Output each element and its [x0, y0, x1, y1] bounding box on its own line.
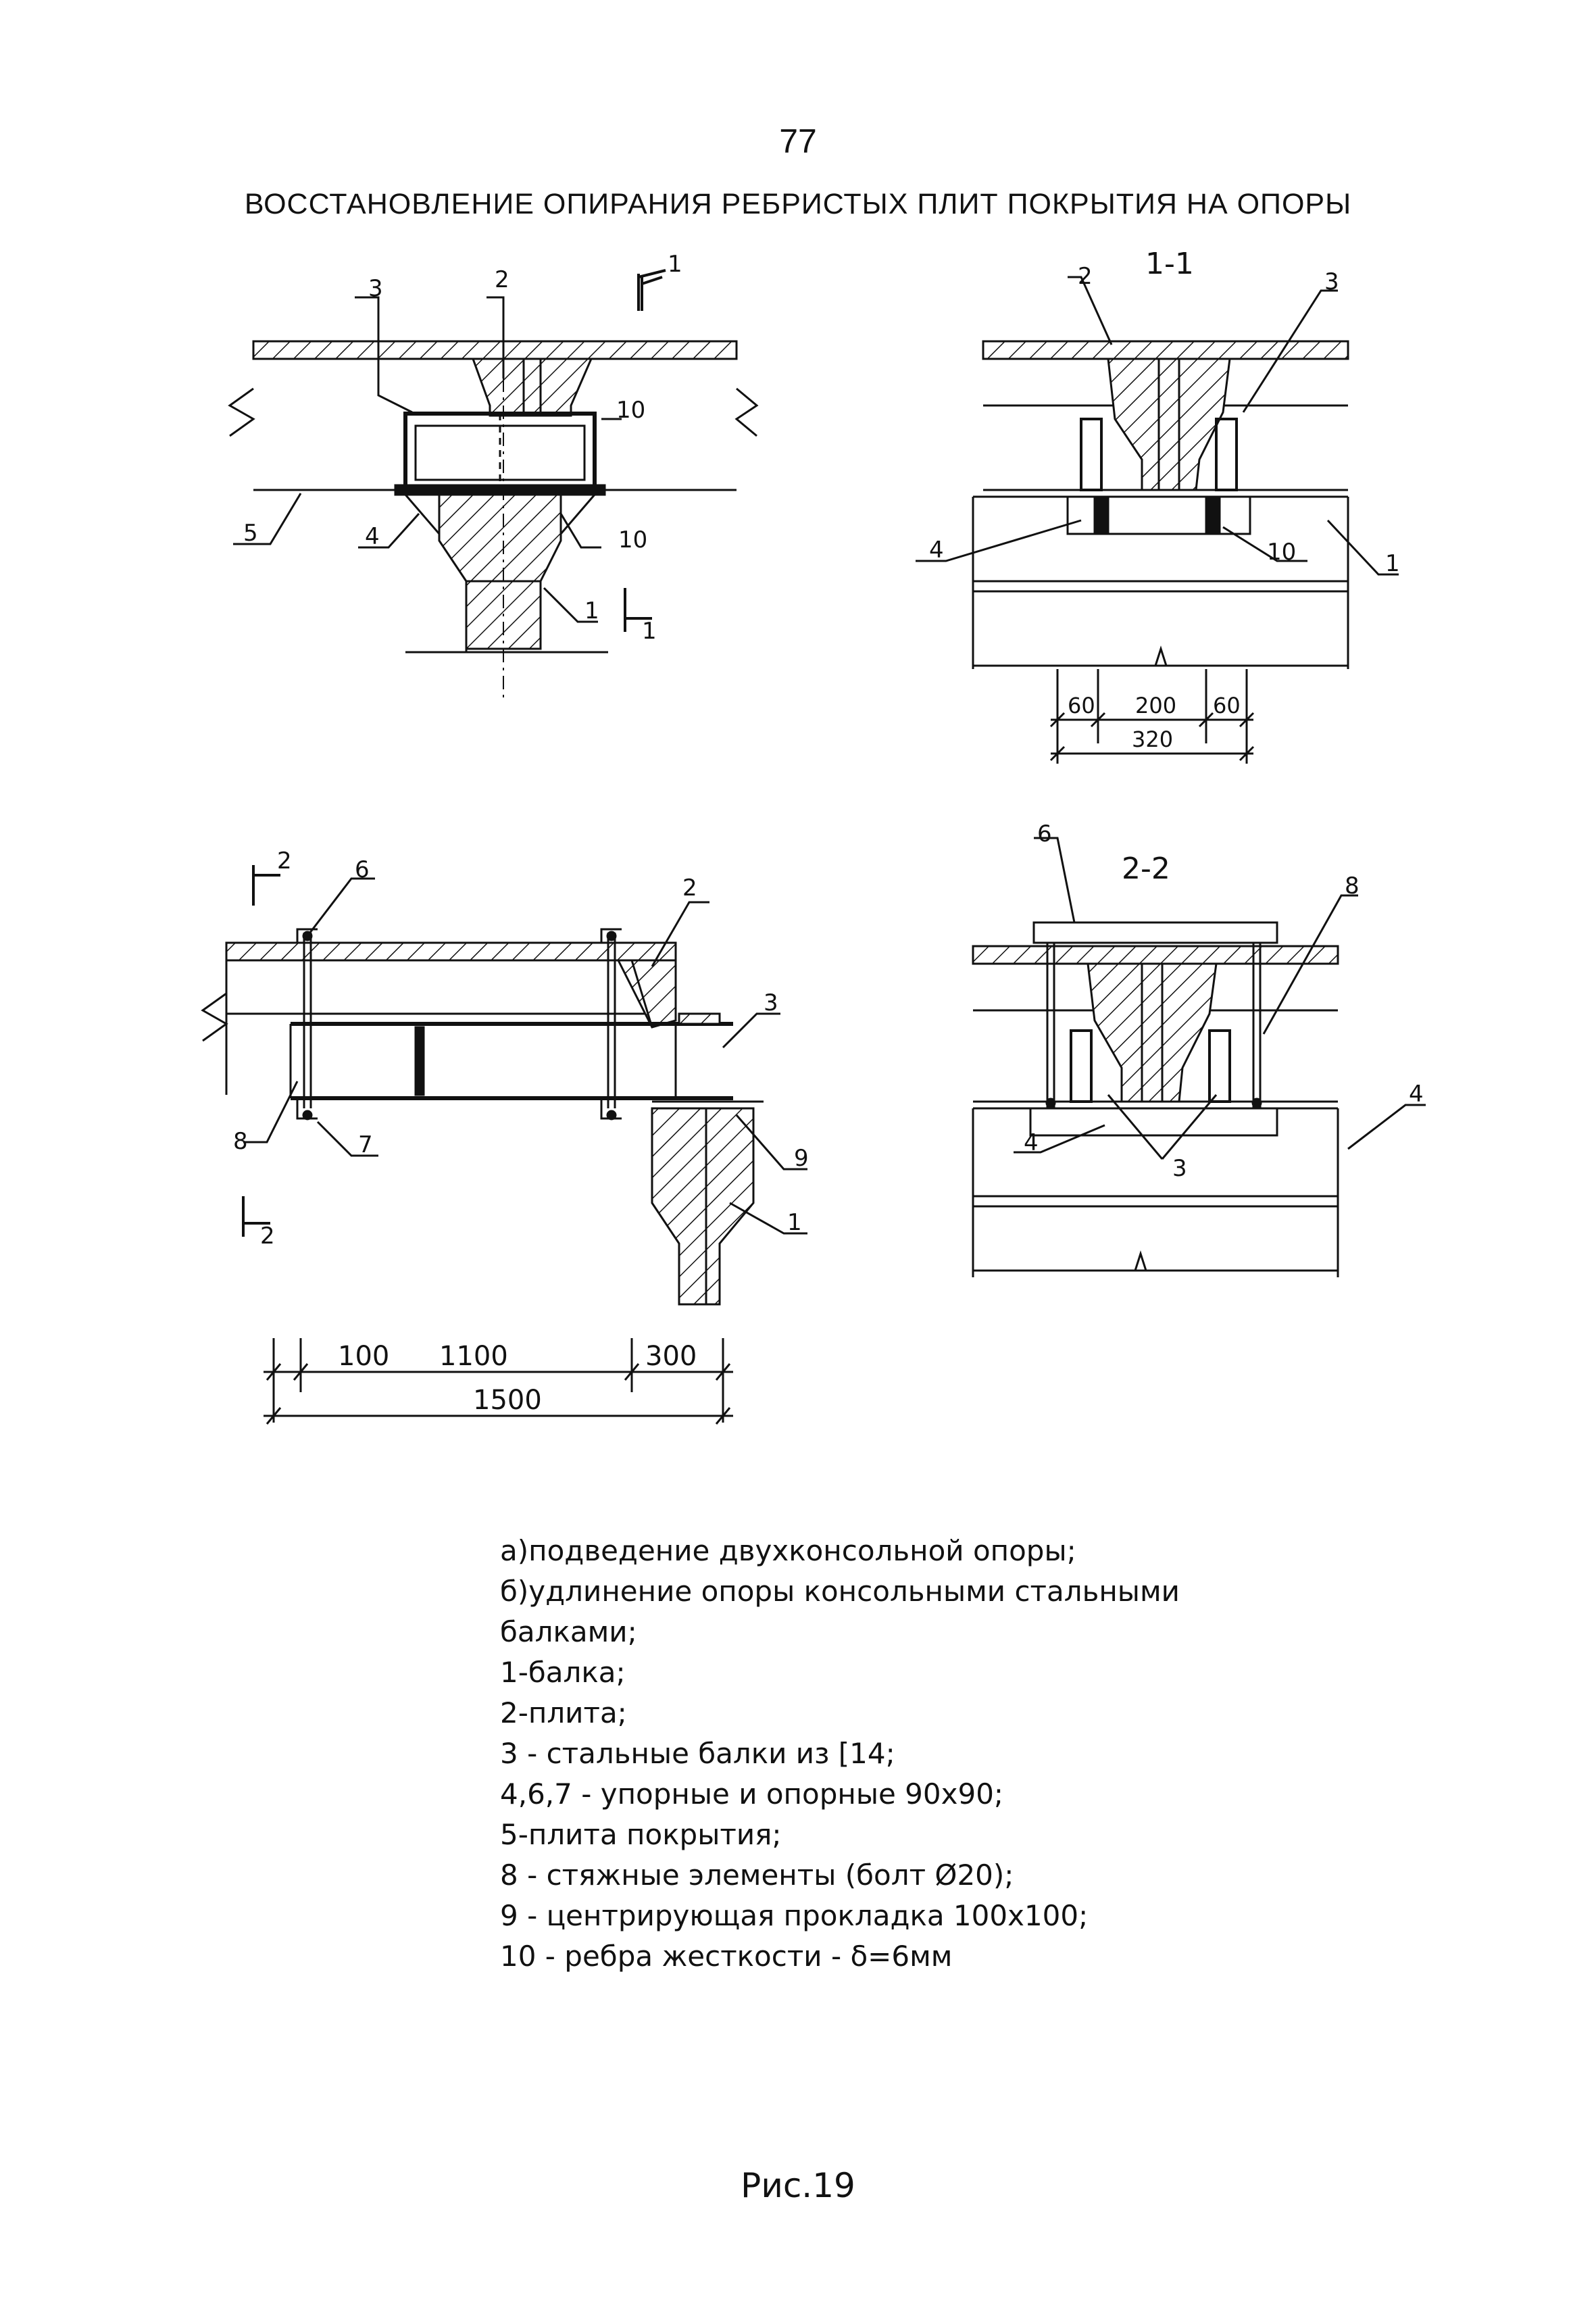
bl-callout-1: 1: [787, 1209, 802, 1236]
section-mark-1-top: [637, 269, 666, 311]
s22-callout-8: 8: [1345, 872, 1360, 900]
callout-10-top: 10: [616, 397, 645, 424]
bl-callout-6: 6: [355, 856, 370, 883]
legend-item-9: 9 - центрирующая прокладка 100х100;: [500, 1899, 1089, 1932]
s11-dim-200: 200: [1135, 693, 1176, 718]
legend-item-a: а)подведение двухконсольной опоры;: [500, 1534, 1076, 1567]
bl-dim-1100: 1100: [439, 1341, 508, 1372]
s22-callout-4-right: 4: [1409, 1081, 1424, 1108]
bl-dim-1500: 1500: [473, 1385, 542, 1416]
callout-4: 4: [365, 523, 380, 550]
section-mark-2-bottom-label: 2: [260, 1223, 275, 1250]
legend-item-3: 3 - стальные балки из [14;: [500, 1737, 895, 1770]
bl-dim-100: 100: [338, 1341, 389, 1372]
s11-dim-60-right: 60: [1213, 693, 1241, 718]
s22-callout-3: 3: [1172, 1155, 1187, 1182]
s11-dim-60-left: 60: [1068, 693, 1095, 718]
page-number: 77: [779, 122, 817, 160]
view-top-left: [228, 296, 759, 703]
s11-dim-320: 320: [1132, 727, 1173, 752]
legend-item-5: 5-плита покрытия;: [500, 1818, 782, 1851]
callout-10-bottom: 10: [618, 526, 647, 553]
s22-callout-4-left: 4: [1024, 1129, 1039, 1156]
view-bottom-left: [201, 877, 807, 1425]
callout-3: 3: [368, 275, 383, 302]
page-title: ВОССТАНОВЛЕНИЕ ОПИРАНИЯ РЕБРИСТЫХ ПЛИТ П…: [244, 188, 1352, 220]
s11-callout-10: 10: [1267, 539, 1296, 566]
s11-callout-3: 3: [1324, 268, 1339, 295]
bl-callout-3: 3: [764, 989, 778, 1016]
section-1-1-title: 1-1: [1145, 247, 1194, 281]
legend-item-4-6-7: 4,6,7 - упорные и опорные 90х90;: [500, 1777, 1004, 1811]
s11-callout-1: 1: [1385, 550, 1400, 577]
s22-callout-6: 6: [1037, 820, 1052, 847]
view-section-1-1: [916, 276, 1399, 764]
view-section-2-2: [972, 837, 1426, 1277]
bl-callout-7: 7: [358, 1131, 373, 1158]
bl-callout-8: 8: [233, 1128, 248, 1155]
s11-callout-2: 2: [1078, 263, 1093, 290]
s11-callout-4: 4: [929, 537, 944, 564]
legend-item-10: 10 - ребра жесткости - δ=6мм: [500, 1940, 953, 1973]
section-mark-2-top: [252, 865, 280, 906]
section-mark-1-bottom-label: 1: [642, 618, 657, 645]
legend-item-b: б)удлинение опоры консольными стальными: [500, 1575, 1180, 1608]
bl-callout-9: 9: [794, 1145, 809, 1172]
bl-dim-300: 300: [645, 1341, 697, 1372]
section-mark-2-bottom: [242, 1196, 270, 1237]
section-2-2-title: 2-2: [1122, 852, 1170, 886]
legend: а)подведение двухконсольной опоры; б)удл…: [500, 1531, 1378, 1977]
legend-item-2: 2-плита;: [500, 1696, 627, 1729]
callout-5: 5: [243, 520, 258, 547]
legend-item-b-cont: балками;: [500, 1615, 637, 1648]
section-mark-2-top-label: 2: [277, 847, 292, 875]
callout-1: 1: [584, 597, 599, 624]
legend-item-8: 8 - стяжные элементы (болт Ø20);: [500, 1858, 1014, 1892]
legend-item-1: 1-балка;: [500, 1656, 626, 1689]
callout-2: 2: [495, 266, 509, 293]
figure-caption: Рис.19: [741, 2166, 855, 2205]
section-mark-1-bottom: [624, 588, 652, 632]
bl-callout-2: 2: [682, 875, 697, 902]
section-mark-1-top-label: 1: [668, 251, 682, 278]
